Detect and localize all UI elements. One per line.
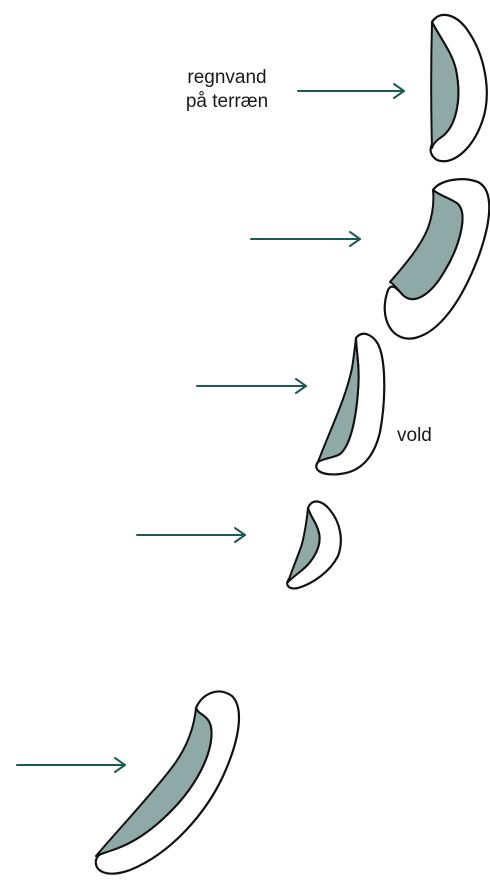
berm-4-water (287, 507, 321, 583)
rainwater-label-line1: regnvand (187, 67, 267, 88)
arrow-4 (136, 527, 246, 543)
berm-5 (94, 690, 241, 875)
berm-1 (429, 13, 488, 163)
berm-2-water (389, 189, 464, 300)
berm-2 (383, 178, 490, 340)
berm-3 (315, 332, 386, 476)
berm-5-water (95, 707, 213, 857)
arrow-5 (16, 757, 126, 773)
berm-label: vold (397, 425, 432, 446)
berm-1-water (430, 21, 460, 149)
rainwater-label: regnvand på terræn (160, 66, 294, 114)
rainwater-label-line2: på terræn (185, 91, 269, 112)
arrow-2 (250, 231, 361, 247)
berm-3-water (317, 337, 360, 463)
berm-4 (286, 500, 342, 590)
arrow-1 (297, 83, 405, 99)
arrow-3 (196, 378, 307, 394)
